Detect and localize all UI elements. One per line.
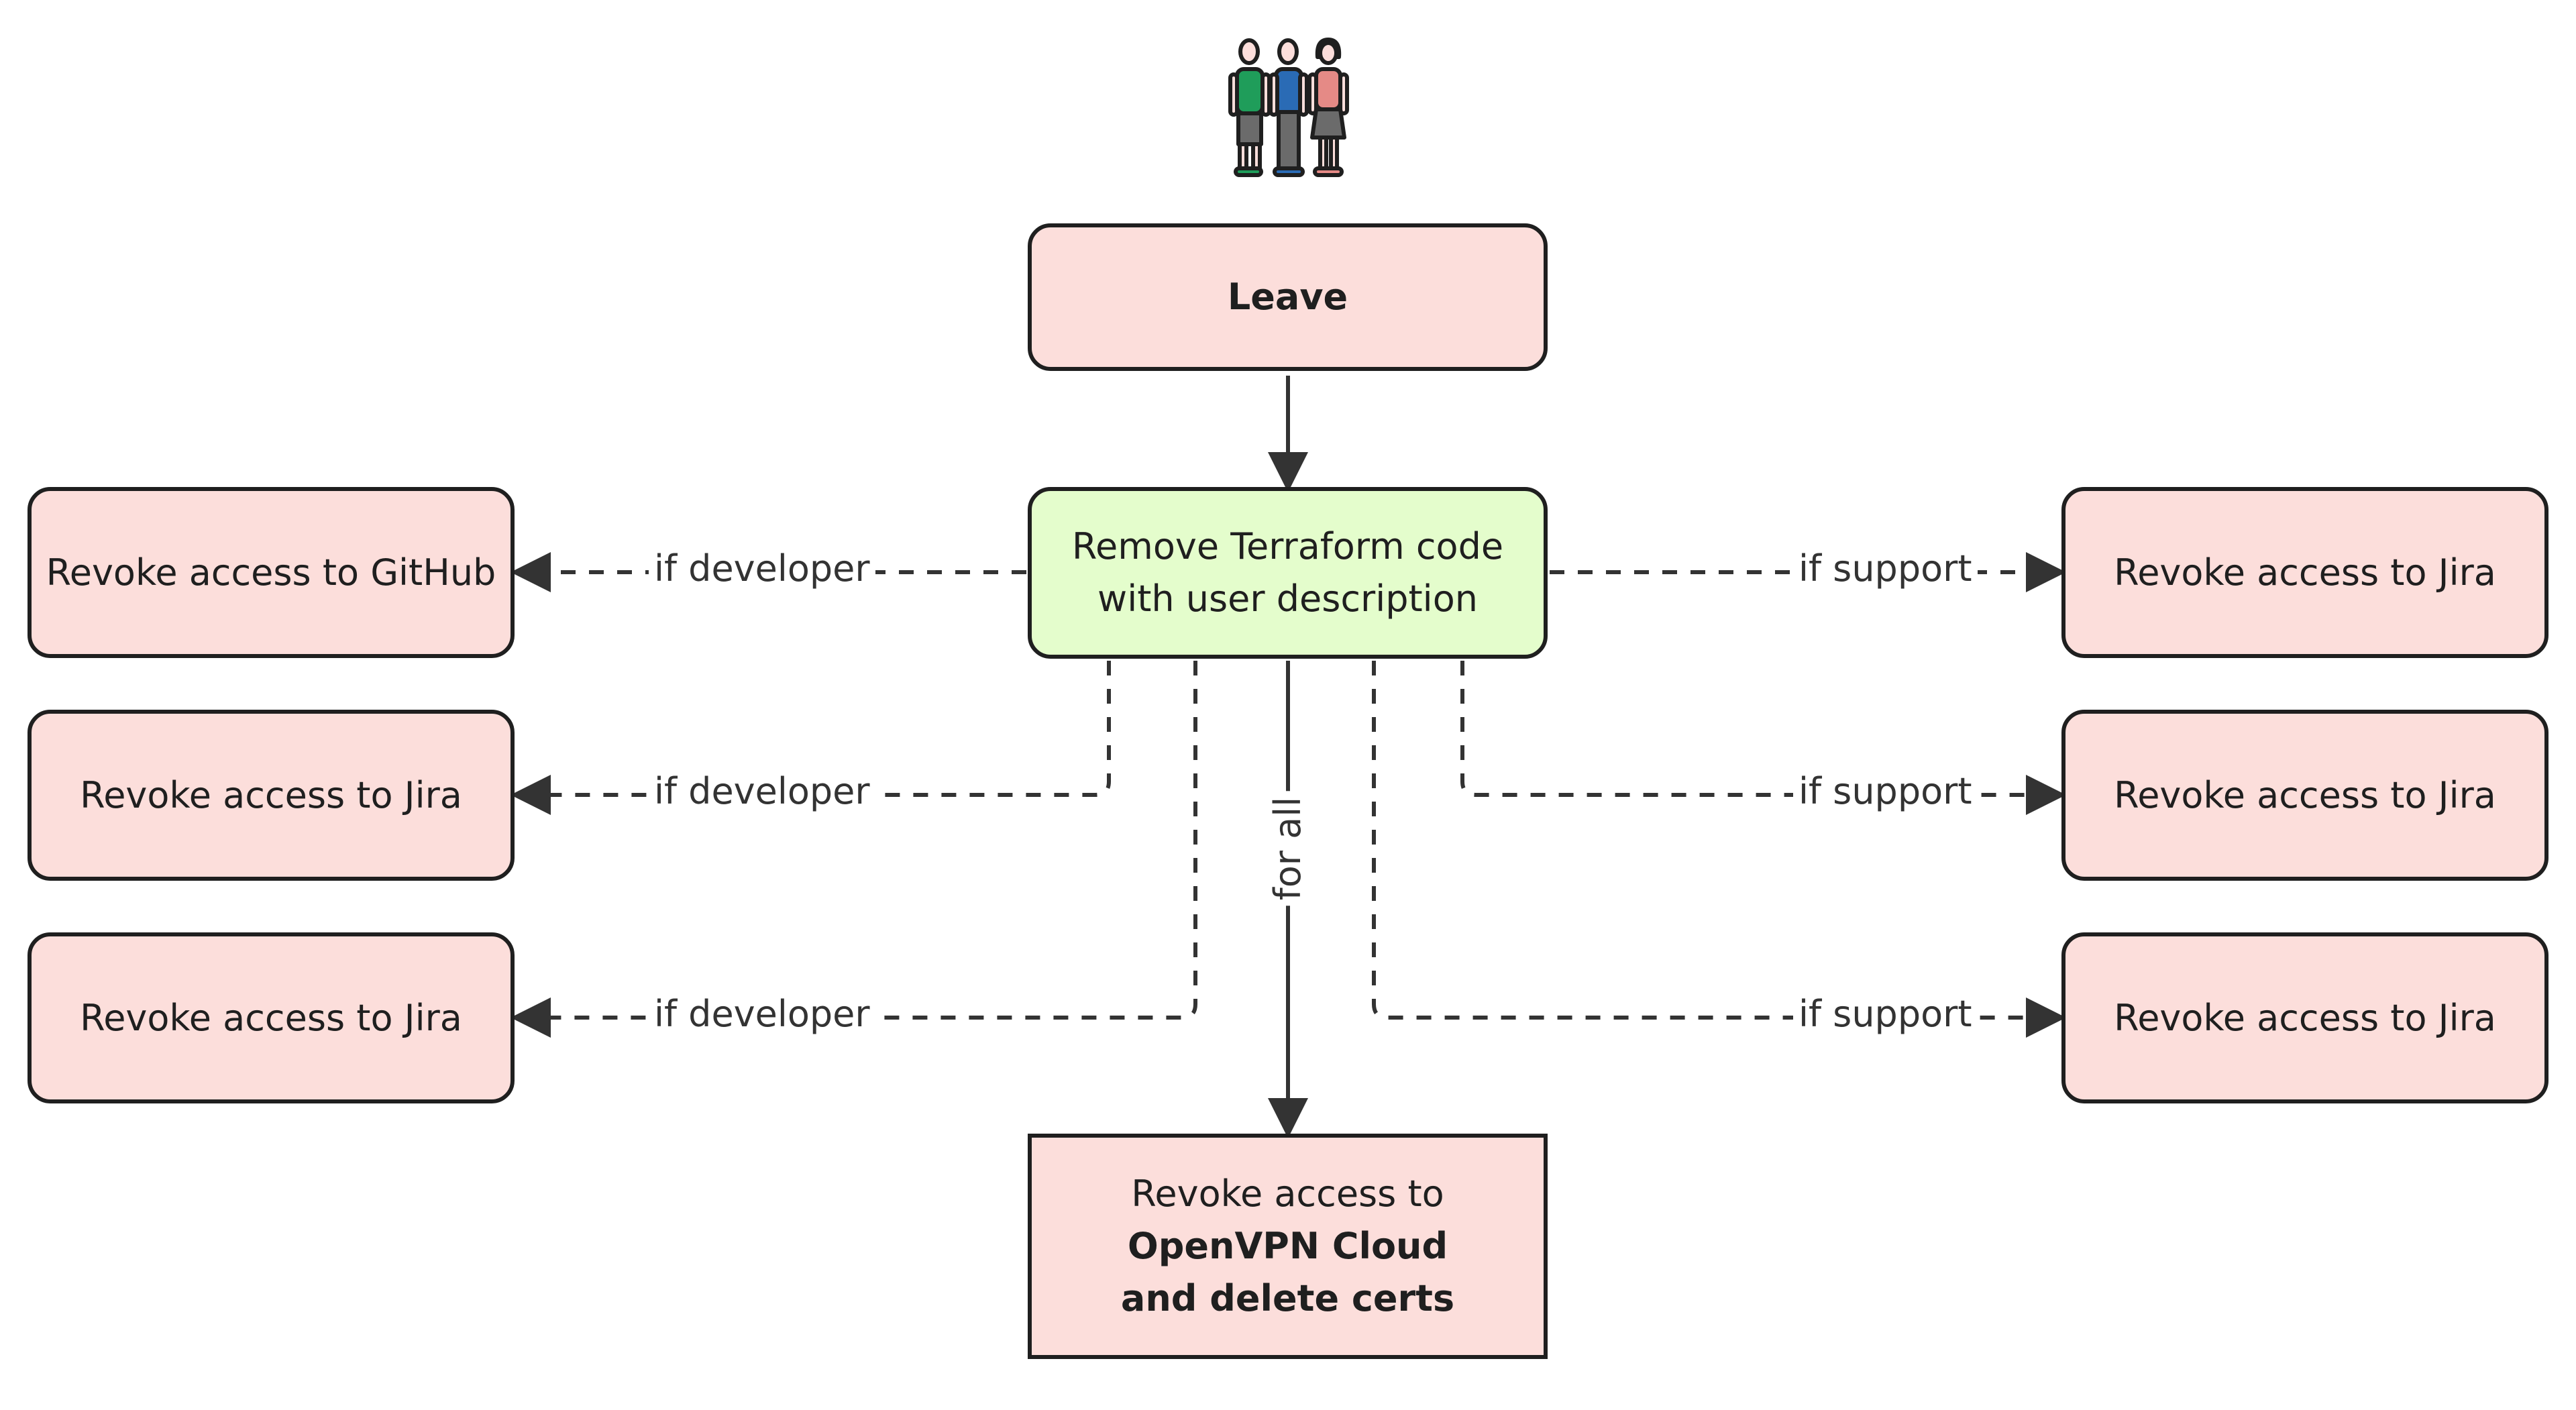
node-revoke-jira-right-1-label: Revoke access to Jira	[2114, 551, 2496, 594]
node-remove-line-2: with user description	[1097, 578, 1478, 620]
node-revoke-github-label: Revoke access to GitHub	[46, 551, 496, 594]
node-revoke-openvpn[interactable]: Revoke access to OpenVPN Cloud and delet…	[1028, 1134, 1548, 1359]
edge-developer-jira-2	[511, 661, 1197, 1038]
node-revoke-jira-left-1[interactable]: Revoke access to Jira	[28, 710, 515, 881]
edge-label-support-3: if support	[1793, 994, 1978, 1034]
node-revoke-jira-right-3-label: Revoke access to Jira	[2114, 996, 2496, 1039]
node-revoke-jira-left-2[interactable]: Revoke access to Jira	[28, 932, 515, 1103]
node-leave-label: Leave	[1227, 276, 1348, 318]
node-revoke-jira-left-2-label: Revoke access to Jira	[80, 996, 462, 1039]
node-remove-line-1: Remove Terraform code	[1071, 525, 1504, 567]
edge-support-jira-3	[1372, 661, 2066, 1038]
node-openvpn-line-2: OpenVPN Cloud	[1127, 1225, 1448, 1267]
edge-developer-jira-1	[511, 661, 1111, 815]
edge-support-jira-2	[1460, 661, 2066, 815]
team-people-icon	[1228, 38, 1349, 177]
node-revoke-jira-left-1-label: Revoke access to Jira	[80, 773, 462, 816]
node-openvpn-line-3: and delete certs	[1120, 1277, 1455, 1319]
edge-label-for-all: for all	[1267, 791, 1309, 906]
edge-label-developer-1: if developer	[649, 549, 875, 589]
edge-label-support-2: if support	[1793, 771, 1978, 812]
node-openvpn-line-1: Revoke access to	[1131, 1173, 1444, 1215]
edge-label-support-1: if support	[1793, 549, 1978, 589]
edge-label-developer-2: if developer	[649, 771, 875, 812]
node-revoke-jira-right-1[interactable]: Revoke access to Jira	[2061, 487, 2548, 658]
node-revoke-jira-right-3[interactable]: Revoke access to Jira	[2061, 932, 2548, 1103]
node-revoke-jira-right-2[interactable]: Revoke access to Jira	[2061, 710, 2548, 881]
node-leave[interactable]: Leave	[1028, 223, 1548, 371]
node-revoke-jira-right-2-label: Revoke access to Jira	[2114, 773, 2496, 816]
node-revoke-github[interactable]: Revoke access to GitHub	[28, 487, 515, 658]
edge-label-developer-3: if developer	[649, 994, 875, 1034]
node-remove-terraform[interactable]: Remove Terraform code with user descript…	[1028, 487, 1548, 659]
